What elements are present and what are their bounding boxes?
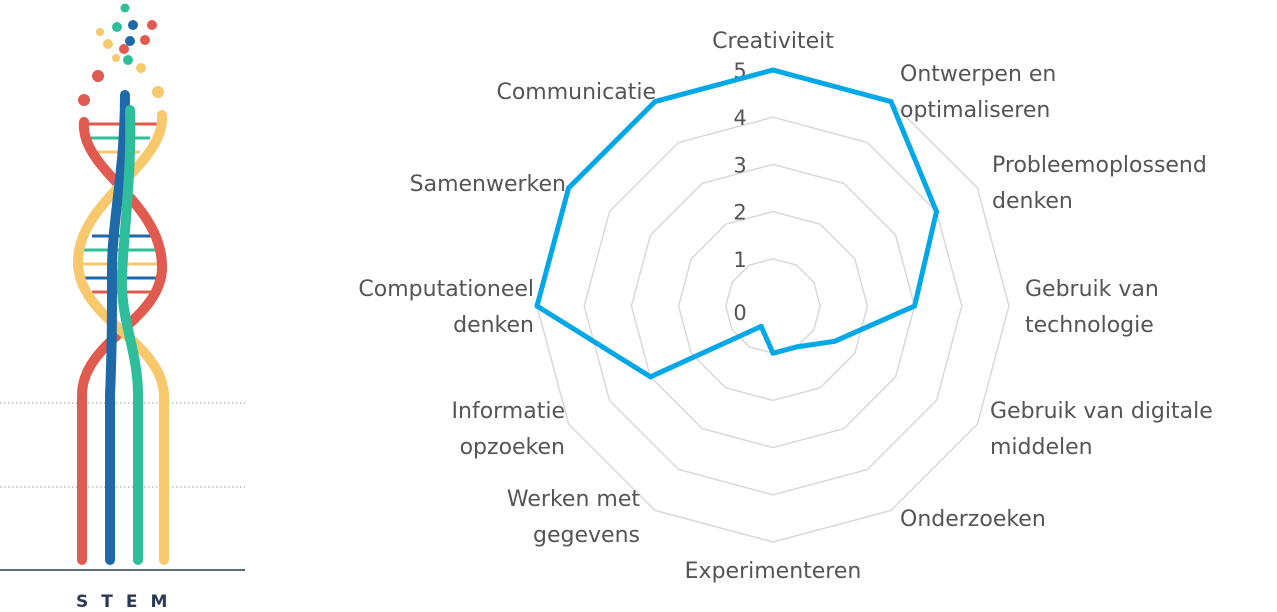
axis-label-line: Probleemoplossend <box>992 153 1207 178</box>
axis-label: Creativiteit <box>712 29 834 54</box>
axis-label: Gebruik van technologie <box>1025 277 1159 338</box>
axis-label-line: Gebruik van digitale <box>990 399 1213 424</box>
axis-label-line: denken <box>453 313 534 338</box>
grid-ring <box>583 116 963 496</box>
tick-label: 3 <box>733 153 746 177</box>
axis-label-line: opzoeken <box>460 435 565 460</box>
stem-logo: STEM <box>0 3 245 612</box>
axis-label-line: technologie <box>1025 313 1154 338</box>
axis-label-line: gegevens <box>533 523 640 548</box>
data-point <box>794 344 800 350</box>
axis-label-line: Communicatie <box>496 80 656 105</box>
data-point <box>888 99 894 105</box>
axis-label: Communicatie <box>496 80 656 105</box>
axis-label: Computationeel denken <box>358 277 534 338</box>
data-point <box>566 185 572 191</box>
axis-label-line: middelen <box>990 435 1093 460</box>
axis-label: Werken met gegevens <box>507 487 640 548</box>
axis-label-line: denken <box>992 189 1073 214</box>
grid-ring <box>630 163 916 449</box>
axis-label-line: Samenwerken <box>410 172 566 197</box>
axis-label: Gebruik van digitale middelen <box>990 399 1213 460</box>
axis-label-line: Onderzoeken <box>900 507 1046 532</box>
data-point <box>934 209 939 215</box>
axis-label-line: Gebruik van <box>1025 277 1159 302</box>
tick-label: 2 <box>733 201 746 225</box>
data-point <box>534 303 540 309</box>
grid-ring <box>677 210 869 402</box>
axis-label-line: Computationeel <box>358 277 534 302</box>
axis-label-line: optimaliseren <box>900 98 1050 123</box>
axis-label: Onderzoeken <box>900 507 1046 532</box>
data-point <box>647 374 653 380</box>
axis-label-line: Informatie <box>452 399 565 424</box>
stem-wordmark: STEM <box>76 592 180 612</box>
helix-strands <box>72 90 169 565</box>
data-point <box>652 99 658 105</box>
axis-label-line: Experimenteren <box>685 559 862 584</box>
axis-label: Samenwerken <box>410 172 566 197</box>
tick-label: 4 <box>733 106 746 130</box>
data-point <box>758 323 764 329</box>
axis-label-line: Werken met <box>507 487 640 512</box>
data-point <box>831 338 837 344</box>
tick-label: 1 <box>733 248 746 272</box>
axis-label: Probleemoplossend denken <box>992 153 1207 214</box>
radar-grid <box>536 69 1010 543</box>
grid-ring <box>536 69 1010 543</box>
axis-label-line: Ontwerpen en <box>900 62 1056 87</box>
helix-dots <box>78 3 164 106</box>
data-point <box>770 67 776 73</box>
axis-label: Informatie opzoeken <box>452 399 565 460</box>
axis-label: Experimenteren <box>685 559 862 584</box>
axis-label-line: Creativiteit <box>712 29 834 54</box>
data-point <box>770 350 776 356</box>
tick-label: 0 <box>733 301 746 325</box>
radar-series <box>534 67 939 380</box>
axis-label: Ontwerpen en optimaliseren <box>900 62 1056 123</box>
data-point <box>912 303 918 309</box>
